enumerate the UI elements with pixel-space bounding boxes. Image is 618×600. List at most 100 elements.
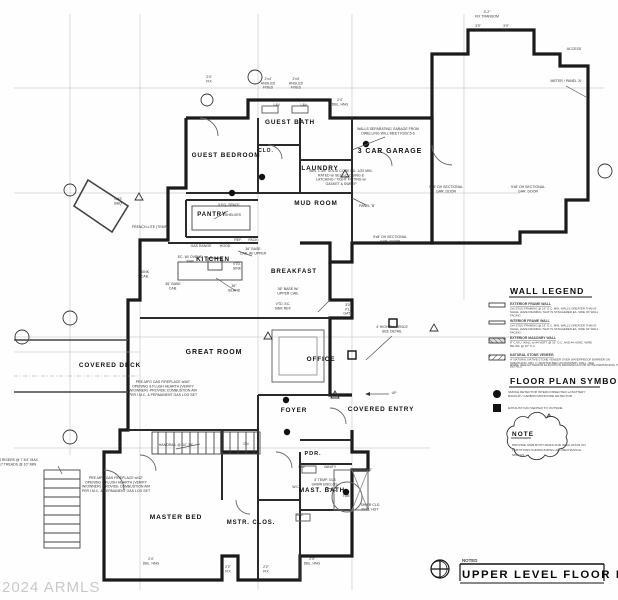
annotation-dbl-hng-gb: 2'4" (337, 98, 344, 102)
symbol-legend: FLOOR PLAN SYMBOLS SMOKE DETECTOR INTERC… (493, 376, 618, 412)
annotation-ec-ovens: EC. W/ OVENS (178, 255, 203, 259)
annotation-panel-b: PANEL 'B' (359, 204, 375, 208)
annotation-base-cab-gr: 36" BASE (165, 282, 181, 286)
title-block: NOTED UPPER LEVEL FLOOR PLAN (430, 558, 618, 584)
door-swing (103, 117, 453, 515)
room-label-covered-entry: COVERED ENTRY (348, 406, 415, 413)
revision-triangle-icon (134, 169, 555, 423)
annotation-ri-fence: 4' HIGH R.I. FENCE (376, 325, 408, 329)
annotation-dbl-hng-bot-2: 2'4" (309, 557, 316, 561)
annotation-pdr-lav: LAV. (298, 465, 305, 469)
annotation-dbl-hng-left: 2'4" (206, 75, 213, 79)
annotation-island: ISLAND (228, 288, 241, 292)
annotation-lav-guest-1: LAV. (273, 103, 280, 107)
north-arrow-icon (430, 559, 450, 579)
wall-legend-heading-exterior-masonry-wall: EXTERIOR MASONRY WALL (510, 336, 556, 340)
annotation-wc: W.C. (292, 485, 300, 489)
annotation-bkfst-base: UPPER CAB. (277, 291, 298, 295)
wall-legend-heading-interior-frame-wall: INTERIOR FRAME WALL (510, 319, 550, 323)
annotation-bkfst-sink: VTD. EC. (276, 302, 291, 306)
annotation-fix-window-right: 3'0" (503, 24, 510, 28)
room-label-powder: PDR. (305, 451, 322, 457)
annotation-fireplace-gr: OPENING & FLUSH HEARTH (VERIFY (132, 384, 195, 388)
annotation-dbl-hng-left: FIX (206, 79, 212, 83)
room-label-mud-room: MUD ROOM (294, 200, 337, 207)
wall-legend-body-exterior-masonry-wall: 8" C.M.U. WALL w/ #4 VERT. @ 32" O.C. AN… (510, 340, 592, 344)
annotation-angled-fixed-2: 2'x4' (293, 77, 300, 81)
annotation-garage-door-note: MIN. 1 3/8" SOLID CORE HD. 1/20 MIN. (309, 169, 372, 173)
annotation-fireplace-mb: OPENING & FLUSH HEARTH (VERIFY (85, 480, 148, 484)
annotation-fridge: REF. (234, 238, 242, 242)
annotation-fireplace-gr: PRE-MFG GAS FIREPLACE w/60" (136, 380, 191, 384)
annotation-base-cab-upper: CAB. W/ UPPER (240, 251, 267, 255)
annotation-stair-dn: DN (243, 442, 249, 446)
annotation-vanity: VANITY (324, 465, 337, 469)
room-label-kitchen: KITCHEN (196, 256, 230, 263)
wall-legend-heading-natural-stone-veneer: NATURAL STONE VENEER (510, 353, 554, 357)
annotation-dbl-hng-bot-1: DBL. HNG (143, 561, 160, 565)
annotation-hood: HOOD (220, 244, 231, 248)
annotation-sink-base: SINK (141, 270, 150, 274)
annotation-fireplace-gr: W/OWNER) -PROVIDE COMBUSTION AIR (129, 389, 198, 393)
annotation-pl-gate: GATE (343, 312, 353, 316)
wall-legend-body-exterior-frame-wall: FACING. (510, 313, 522, 317)
annotation-garage-door-note: LATCHING / TIGHT FITTING w/ (316, 178, 366, 182)
annotation-oh-door-3: 9'x8' OH SECTIONAL (373, 235, 407, 239)
annotation-oh-door-1: GAR. DOOR (436, 189, 457, 193)
leader-line (57, 85, 587, 492)
annotation-garage-wall-note: WALLS SEPARATING GARAGE FROM (357, 127, 419, 131)
annotation-dbl-hng-bot-2: DBL. HNG (304, 561, 321, 565)
symbol-legend-text-exhaust-fan: EXHAUST FAN VENTED TO OUTSIDE (508, 406, 563, 410)
symbol-legend-text-smoke-detector: SMOKE DETECTOR INTERCONNECTED w/ BATTERY (508, 390, 586, 394)
annotation-lav-guest-2: LAV. (300, 103, 307, 107)
annotation-fireplace-mb: PRE-MFG GAS FIREPLACE w/42" (89, 476, 144, 480)
room-label-master-bath: MAST. BATH (299, 487, 345, 494)
annotation-base-cab-upper: 36" BASE (245, 247, 261, 251)
annotation-fix-window-right: FIX (503, 28, 509, 32)
note-cloud-body-3: SPACES. (512, 453, 525, 457)
annotation-pl-gate: P.L. (345, 307, 351, 311)
note-cloud-title: NOTE (512, 431, 534, 438)
note-cloud-body-1: PROVIDE GWB BOTH SIDES AND INSULATION ON (512, 443, 586, 447)
annotation-pl-gate: 3'0" (345, 303, 352, 307)
annotation-gas-bbq: GAS (114, 197, 122, 201)
note-cloud: NOTE PROVIDE GWB BOTH SIDES AND INSULATI… (506, 411, 586, 461)
smoke-detector-legend-icon (493, 390, 501, 398)
grid-bubble (14, 69, 613, 578)
title-block-title: UPPER LEVEL FLOOR PLAN (462, 569, 618, 581)
room-label-breakfast: BREAKFAST (271, 268, 317, 275)
annotation-oh-door-2: 9'x8' OH SECTIONAL (511, 185, 545, 189)
annotation-dbl-hng-bot-1: 2'4" (148, 557, 155, 561)
annotation-bench: BENCH +20" (352, 468, 373, 472)
annotation-island: 36" (231, 284, 237, 288)
annotation-up-arrow-entry: UP (392, 391, 398, 395)
wall-legend-body-natural-stone-veneer: SHEATHING. MIN. 1" MORTAR BED ON MASONRY… (510, 361, 594, 365)
annotation-oh-door-2: GAR. DOOR (518, 189, 539, 193)
annotation-meter-panel-a: METER / PANEL 'A' (551, 79, 582, 83)
annotation-gas-range: GAS RANGE (191, 244, 212, 248)
room-label-garage: 3 CAR GARAGE (358, 148, 422, 155)
smoke-detector-icon (228, 140, 370, 496)
wall-legend-body-exterior-frame-wall: 2x6 STUD FRAMING @ 16" O.C. MIN. WALLS G… (510, 306, 597, 310)
annotation-eq-space: 5 EQ. SPACE (218, 203, 240, 207)
wall-legend-footnote: NOTE: SEE EXTERIOR ELEVATION DRAWINGS FO… (510, 363, 618, 367)
dimension-grid (14, 14, 604, 590)
annotation-fix-bot-1: 2'2" (225, 565, 232, 569)
annotation-angled-fixed-2: FIXED (291, 86, 302, 90)
symbol-legend-title: FLOOR PLAN SYMBOLS (510, 376, 618, 386)
exhaust-fan-legend-icon (493, 404, 501, 412)
annotation-fix-bot-2: 2'2" (263, 565, 270, 569)
annotation-stair-note: 18 RISERS @ 7 3/4" MAX. (0, 458, 39, 462)
annotation-bkfst-base: 36" BASE W/ (278, 287, 299, 291)
wall-legend-body-interior-frame-wall: SHALL HAVE FRAMING THAT IS STAGGERED EA.… (510, 327, 599, 331)
title-block-scale: NOTED (462, 558, 477, 563)
room-label-pantry: PANTRY (197, 212, 226, 218)
annotation-oh-door-1: 9'x8' OH SECTIONAL (429, 185, 463, 189)
wall-legend-body-interior-frame-wall: 2x4 STUD FRAMING @ 16" O.C. MIN. WALLS G… (510, 323, 597, 327)
annotation-temp-glass: SHWR ENCLOS. (311, 482, 338, 486)
annotation-sink-base: CAB. (141, 274, 149, 278)
wall-legend-heading-exterior-frame-wall: EXTERIOR FRAME WALL (510, 302, 551, 306)
